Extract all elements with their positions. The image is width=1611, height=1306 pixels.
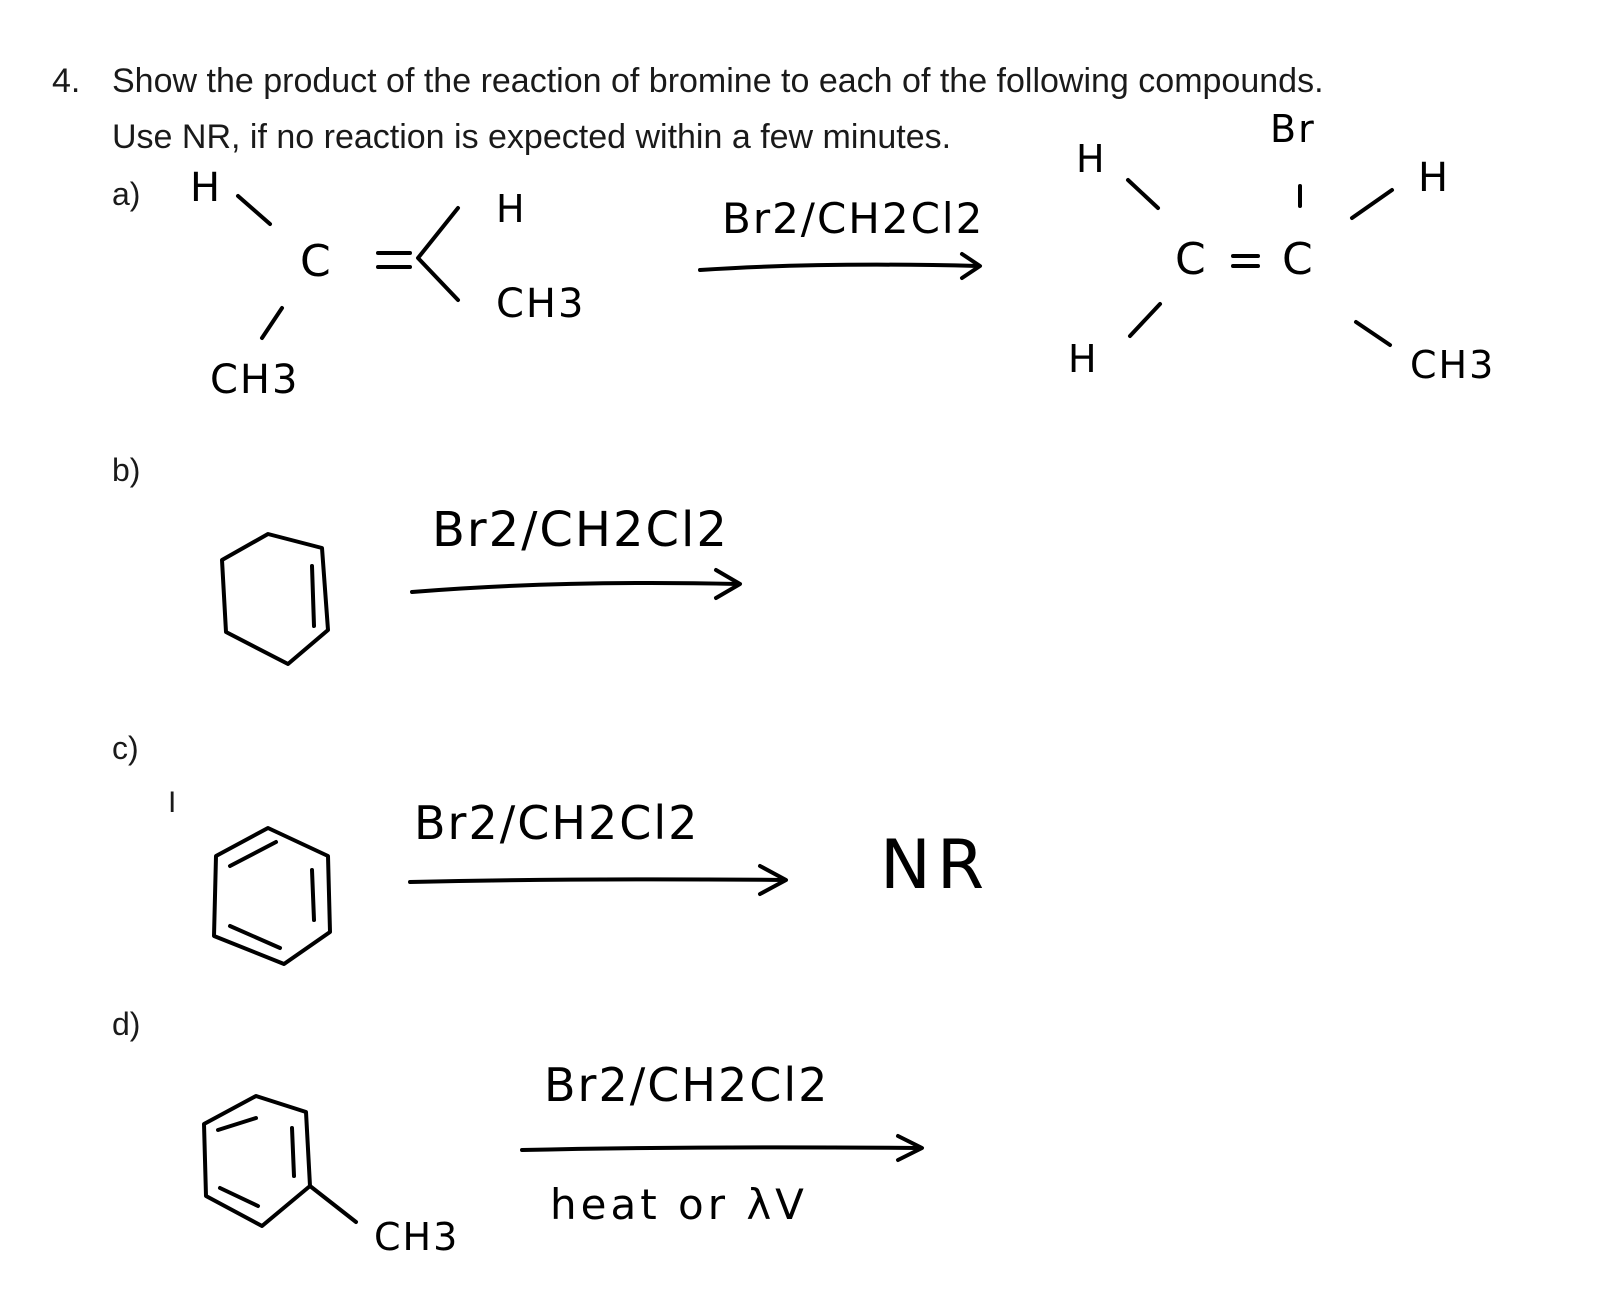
part-d-condition: heat or λV xyxy=(550,1180,808,1229)
benzene-structure xyxy=(212,826,332,966)
part-a-reactant-carbon: C xyxy=(300,236,333,287)
part-c-label: c) xyxy=(112,730,139,766)
question-line-1: Show the product of the reaction of brom… xyxy=(112,62,1324,100)
part-d-label: d) xyxy=(112,1006,141,1042)
part-a-reactant-h-top-left: H xyxy=(190,165,223,211)
part-a-product-h-top-left: H xyxy=(1076,137,1107,181)
part-b-label: b) xyxy=(112,452,141,488)
part-a-product-carbon-right: C xyxy=(1282,234,1315,285)
part-a-reactant-ch3-right: CH3 xyxy=(496,281,586,327)
part-a-reactant-h-top-right: H xyxy=(496,187,527,231)
part-d-reagent: Br2/CH2Cl2 xyxy=(544,1058,830,1112)
part-a-reactant-ch3-bottom: CH3 xyxy=(210,357,300,403)
part-d-arrow xyxy=(520,1134,924,1162)
part-a-product-carbon-left: C xyxy=(1175,234,1208,285)
part-c-arrow xyxy=(408,864,788,896)
part-a-reactant-bonds xyxy=(236,194,460,340)
part-d-ch3: CH3 xyxy=(374,1215,460,1259)
question-number: 4. xyxy=(52,62,81,100)
text-cursor-mark: I xyxy=(168,786,177,819)
part-b-reagent: Br2/CH2Cl2 xyxy=(432,502,729,558)
part-a-product-h-top-right: H xyxy=(1418,155,1451,201)
part-b-arrow xyxy=(410,568,742,600)
part-a-reagent: Br2/CH2Cl2 xyxy=(722,194,985,243)
cyclohexene-structure xyxy=(220,532,330,666)
part-a-arrow xyxy=(698,252,982,280)
part-a-product-ch3: CH3 xyxy=(1410,343,1496,387)
part-c-reagent: Br2/CH2Cl2 xyxy=(414,796,700,850)
question-line-2: Use NR, if no reaction is expected withi… xyxy=(112,118,952,156)
part-a-product-br: Br xyxy=(1270,107,1316,151)
toluene-structure xyxy=(202,1094,358,1228)
part-a-label: a) xyxy=(112,176,141,212)
part-a-product-bonds xyxy=(1126,178,1394,347)
part-c-result: NR xyxy=(880,826,991,905)
part-a-product-h-bottom-left: H xyxy=(1068,337,1099,381)
